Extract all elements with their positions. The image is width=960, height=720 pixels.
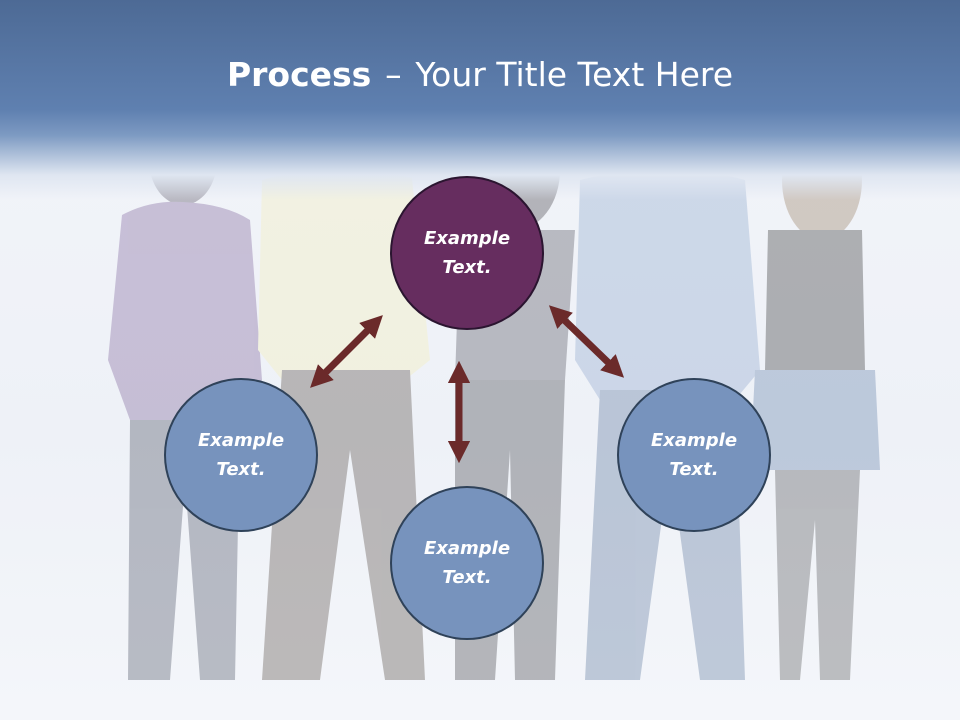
process-node-right[interactable]: Example Text. (617, 378, 771, 532)
process-node-left-label: Example Text. (197, 430, 285, 480)
title-bar: Process – Your Title Text Here (0, 0, 960, 200)
title-separator: – (385, 55, 402, 94)
process-node-top[interactable]: Example Text. (390, 176, 544, 330)
process-node-bottom-label: Example Text. (423, 538, 511, 588)
slide-title: Process – Your Title Text Here (0, 52, 960, 98)
process-node-bottom[interactable]: Example Text. (390, 486, 544, 640)
title-bold: Process (226, 55, 372, 94)
process-node-top-label: Example Text. (423, 228, 511, 278)
title-rest: Your Title Text Here (415, 55, 734, 94)
arrow-top-right (548, 305, 625, 378)
process-node-left[interactable]: Example Text. (164, 378, 318, 532)
process-node-right-label: Example Text. (650, 430, 738, 480)
arrow-top-left (310, 315, 383, 388)
